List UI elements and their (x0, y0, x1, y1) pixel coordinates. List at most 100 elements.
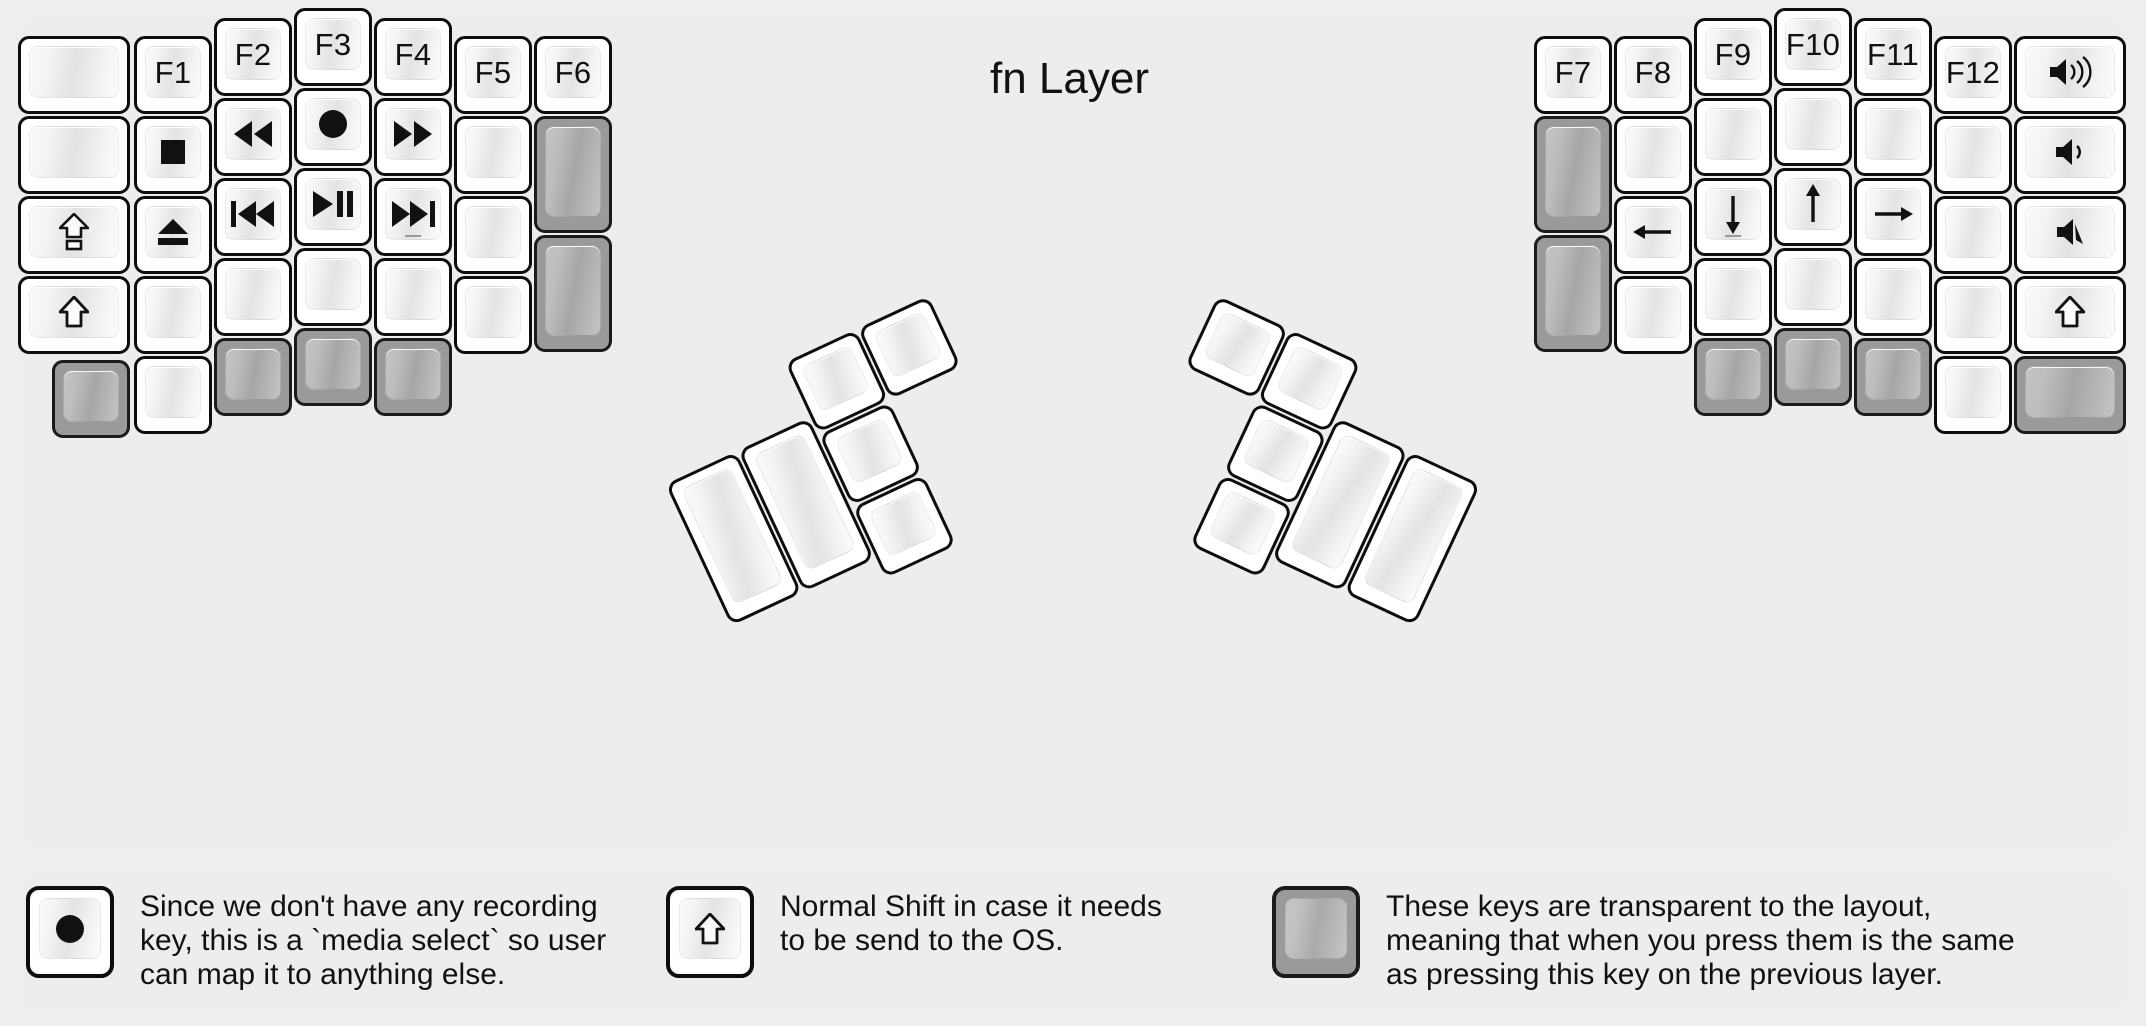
key-left-c2-r4[interactable] (134, 276, 212, 354)
key-right-c1-r2[interactable] (1534, 116, 1612, 233)
keycap-surface (1705, 348, 1761, 400)
key-left-fast-forward[interactable] (374, 98, 452, 176)
key-right-c6-r3[interactable] (1934, 196, 2012, 274)
key-right-f7[interactable]: F7 (1534, 36, 1612, 114)
key-right-shift[interactable] (2014, 276, 2126, 354)
keycap-surface (1945, 366, 2001, 418)
key-right-arrow-up[interactable] (1774, 168, 1852, 246)
keycap-surface (834, 416, 905, 486)
keycap-surface (29, 286, 119, 338)
keycap-surface (1202, 310, 1273, 379)
key-left-c5-r4[interactable] (374, 258, 452, 336)
key-right-arrow-right[interactable] (1854, 178, 1932, 256)
key-right-c5-r2[interactable] (1854, 98, 1932, 176)
key-right-c2-r2[interactable] (1614, 116, 1692, 194)
key-right-f11[interactable]: F11 (1854, 18, 1932, 96)
key-right-volume-mute[interactable] (2014, 196, 2126, 274)
key-left-play-pause[interactable] (294, 168, 372, 246)
legend-description: These keys are transparent to the layout… (1386, 890, 2015, 992)
caps-lock-icon (59, 213, 89, 251)
keycap-surface (305, 258, 361, 310)
key-underbar-mark (1725, 235, 1741, 237)
key-left-c7-r3[interactable] (534, 235, 612, 352)
key-left-next-track[interactable] (374, 178, 452, 256)
key-right-c6-r2[interactable] (1934, 116, 2012, 194)
key-left-c7-r2[interactable] (534, 116, 612, 233)
key-right-volume-down[interactable] (2014, 116, 2126, 194)
key-label: F1 (154, 54, 192, 90)
key-right-c6-r4[interactable] (1934, 276, 2012, 354)
key-left-c2-r5[interactable] (134, 356, 212, 434)
key-left-rewind[interactable] (214, 98, 292, 176)
keycap-surface (800, 344, 871, 413)
key-left-c4-r4[interactable] (294, 248, 372, 326)
prev-track-icon (231, 201, 275, 227)
page-title: fn Layer (990, 54, 1149, 103)
eject-icon (156, 217, 190, 247)
keycap-surface (1625, 46, 1681, 98)
key-left-f4[interactable]: F4 (374, 18, 452, 96)
key-left-f2[interactable]: F2 (214, 18, 292, 96)
key-left-c4-r5[interactable] (294, 328, 372, 406)
key-right-c5-r5[interactable] (1854, 338, 1932, 416)
keycap-surface (225, 348, 281, 400)
key-left-c1-r3[interactable] (18, 196, 130, 274)
key-left-c1-r1[interactable] (18, 36, 130, 114)
key-left-eject[interactable] (134, 196, 212, 274)
key-left-c6-r2[interactable] (454, 116, 532, 194)
key-right-f12[interactable]: F12 (1934, 36, 2012, 114)
key-left-c1-r4[interactable] (18, 276, 130, 354)
key-left-c3-r5[interactable] (214, 338, 292, 416)
key-right-c6-r5[interactable] (1934, 356, 2012, 434)
key-right-volume-up[interactable] (2014, 36, 2126, 114)
keycap-surface (1285, 898, 1347, 959)
key-right-c4-r4[interactable] (1774, 248, 1852, 326)
shift-arrow-icon (59, 296, 89, 328)
key-left-c1-r2[interactable] (18, 116, 130, 194)
key-left-f1[interactable]: F1 (134, 36, 212, 114)
key-left-c6-r4[interactable] (454, 276, 532, 354)
key-right-c5-r4[interactable] (1854, 258, 1932, 336)
keycap-surface (1945, 126, 2001, 178)
keycap-surface (545, 126, 601, 217)
key-label: F8 (1634, 54, 1672, 90)
key-left-c3-r4[interactable] (214, 258, 292, 336)
key-left-c5-r5[interactable] (374, 338, 452, 416)
key-left-f6[interactable]: F6 (534, 36, 612, 114)
key-left-record[interactable] (294, 88, 372, 166)
key-right-c1-r3[interactable] (1534, 235, 1612, 352)
key-left-stop[interactable] (134, 116, 212, 194)
keycap-surface (2025, 46, 2115, 98)
record-circle-icon (317, 108, 349, 140)
key-right-arrow-left[interactable] (1614, 196, 1692, 274)
keycap-surface (1705, 28, 1761, 80)
arrow-down-icon (1719, 194, 1747, 234)
arrow-right-icon (1873, 200, 1913, 228)
key-right-c7-r5[interactable] (2014, 356, 2126, 434)
keycap-surface (225, 268, 281, 320)
key-left-c6-r3[interactable] (454, 196, 532, 274)
key-right-c3-r5[interactable] (1694, 338, 1772, 416)
key-right-arrow-down[interactable] (1694, 178, 1772, 256)
key-right-c2-r4[interactable] (1614, 276, 1692, 354)
key-right-c4-r5[interactable] (1774, 328, 1852, 406)
keycap-surface (1207, 489, 1278, 558)
key-right-c3-r4[interactable] (1694, 258, 1772, 336)
key-left-bottom-transparent[interactable] (52, 360, 130, 438)
key-right-f9[interactable]: F9 (1694, 18, 1772, 96)
key-label: F3 (314, 26, 352, 62)
keycap-surface (1625, 286, 1681, 338)
key-right-c3-r2[interactable] (1694, 98, 1772, 176)
key-right-f8[interactable]: F8 (1614, 36, 1692, 114)
key-right-f10[interactable]: F10 (1774, 8, 1852, 86)
legend-item-3: These keys are transparent to the layout… (1272, 886, 2015, 993)
key-underbar-mark (405, 235, 421, 237)
key-left-prev-track[interactable] (214, 178, 292, 256)
keycap-surface (1545, 46, 1601, 98)
key-left-f3[interactable]: F3 (294, 8, 372, 86)
key-right-c4-r2[interactable] (1774, 88, 1852, 166)
key-left-f5[interactable]: F5 (454, 36, 532, 114)
keycap-surface (465, 46, 521, 98)
stop-icon (159, 138, 187, 166)
key-label: F9 (1714, 36, 1752, 72)
